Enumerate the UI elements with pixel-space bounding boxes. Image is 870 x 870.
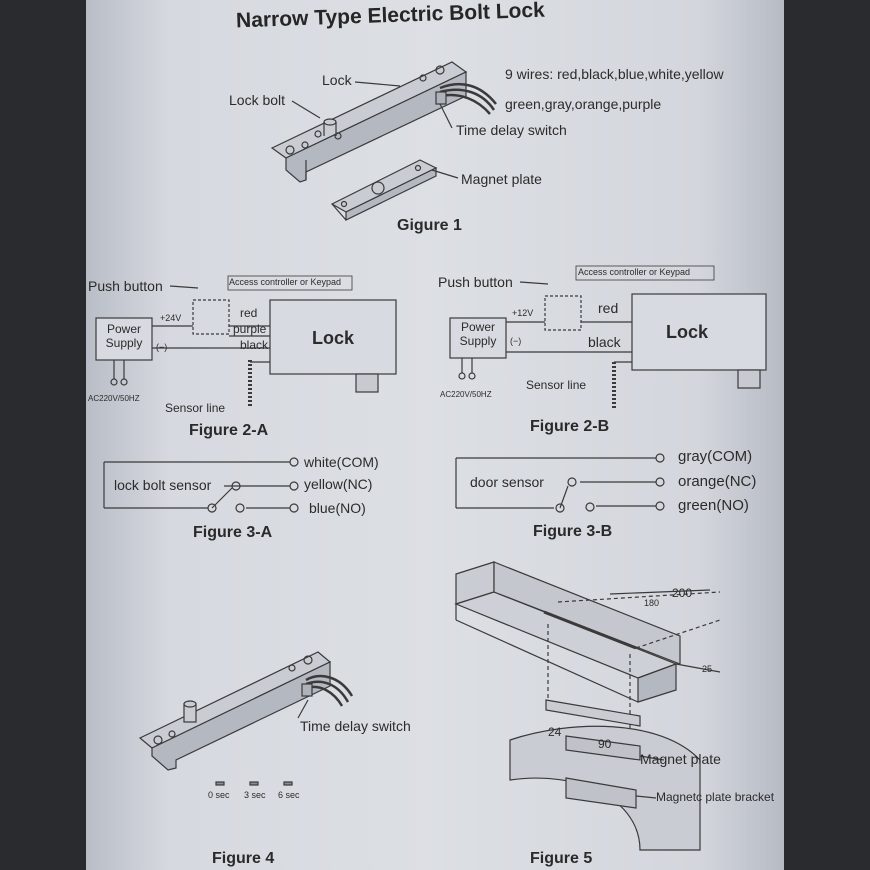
fig2b-red-wire: red bbox=[598, 300, 619, 316]
fig3b-sensor-drawing bbox=[455, 453, 665, 513]
fig3a-caption: Figure 3-A bbox=[193, 524, 273, 541]
fig2b-power-supply: Power Supply bbox=[459, 320, 497, 348]
fig5-caption: Figure 5 bbox=[530, 850, 593, 867]
fig3a-sensor-label: lock bolt sensor bbox=[114, 477, 212, 493]
fig5-dim-24: 24 bbox=[548, 725, 562, 739]
fig2a-neg-label: (−) bbox=[156, 342, 168, 352]
fig2a-push-button-label: Push button bbox=[88, 278, 163, 294]
fig3a-nc: yellow(NC) bbox=[304, 476, 373, 492]
fig4-sec6: 6 sec bbox=[278, 790, 300, 800]
fig2a-ac-label: AC220V/50HZ bbox=[88, 394, 140, 403]
fig3a-no: blue(NO) bbox=[309, 500, 366, 516]
fig1-wires-line2: green,gray,orange,purple bbox=[505, 96, 662, 112]
fig2b-wiring-drawing bbox=[449, 265, 767, 408]
fig3a-sensor-drawing bbox=[103, 457, 299, 513]
fig5-bracket-label: Magnetc plate bracket bbox=[656, 790, 775, 804]
fig1-lock-label: Lock bbox=[322, 72, 352, 88]
fig2b-caption: Figure 2-B bbox=[530, 418, 610, 435]
fig1-lock-drawing bbox=[270, 61, 497, 221]
fig2b-ac-label: AC220V/50HZ bbox=[440, 390, 492, 399]
fig2b-black-wire: black bbox=[588, 334, 621, 350]
fig4-time-delay-label: Time delay switch bbox=[300, 718, 411, 734]
fig3b-nc: orange(NC) bbox=[678, 473, 757, 490]
fig2b-voltage-label: +12V bbox=[512, 308, 534, 318]
fig2a-wiring-drawing bbox=[95, 275, 397, 406]
fig3b-sensor-label: door sensor bbox=[470, 474, 544, 490]
fig4-caption: Figure 4 bbox=[212, 850, 275, 867]
fig4-sec0: 0 sec bbox=[208, 790, 230, 800]
fig1-wires-line1: 9 wires: red,black,blue,white,yellow bbox=[505, 66, 724, 82]
fig3b-com: gray(COM) bbox=[678, 448, 753, 465]
fig5-dim-25: 25 bbox=[702, 664, 713, 674]
fig3a-com: white(COM) bbox=[304, 454, 379, 470]
fig1-lock-bolt-label: Lock bolt bbox=[229, 92, 286, 108]
fig5-dim-200: 200 bbox=[672, 586, 693, 600]
fig2a-access-label: Access controller or Keypad bbox=[229, 277, 342, 287]
fig4-lock-drawing bbox=[138, 651, 354, 786]
fig2b-lock-label: Lock bbox=[666, 322, 709, 342]
fig3b-caption: Figure 3-B bbox=[533, 523, 613, 540]
fig2a-sensor-line-label: Sensor line bbox=[165, 401, 226, 415]
fig1-magnet-plate-label: Magnet plate bbox=[461, 171, 542, 187]
fig1-caption: Gigure 1 bbox=[397, 217, 462, 234]
fig2a-power-supply: Power Supply bbox=[105, 322, 143, 350]
fig5-magnet-plate-label: Magnet plate bbox=[640, 751, 721, 767]
fig2b-access-label: Access controller or Keypad bbox=[578, 267, 691, 277]
fig2b-neg-label: (−) bbox=[510, 336, 522, 346]
fig2a-voltage-label: +24V bbox=[160, 313, 182, 323]
fig2a-red-wire: red bbox=[240, 306, 258, 320]
fig2b-push-button-label: Push button bbox=[438, 274, 513, 290]
fig2b-sensor-line-label: Sensor line bbox=[526, 378, 587, 392]
fig5-install-drawing bbox=[454, 561, 721, 851]
fig5-dim-180: 180 bbox=[644, 598, 660, 608]
fig3b-no: green(NO) bbox=[678, 497, 749, 514]
fig2a-black-wire: black bbox=[240, 338, 269, 352]
fig2a-lock-label: Lock bbox=[312, 328, 355, 348]
fig2a-purple-wire: purple bbox=[233, 322, 267, 336]
fig2a-caption: Figure 2-A bbox=[189, 422, 269, 439]
fig5-dim-90: 90 bbox=[598, 737, 612, 751]
fig1-time-delay-label: Time delay switch bbox=[456, 122, 567, 138]
fig4-sec3: 3 sec bbox=[244, 790, 266, 800]
